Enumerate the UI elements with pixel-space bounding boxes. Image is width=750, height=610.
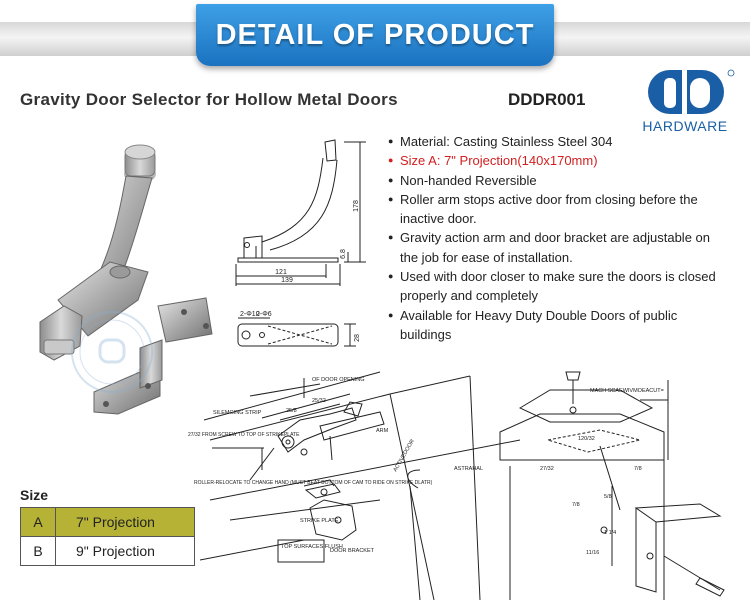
label-d3: 7/8 (634, 466, 642, 472)
label-from-screw: 27/32 FROM SCREW TO TOP OF STRIKEPLATE (188, 432, 300, 438)
label-d1: 120/32 (578, 436, 595, 442)
feature-item: Available for Heavy Duty Double Doors of… (388, 306, 728, 345)
installation-drawing (199, 371, 521, 601)
feature-item: Used with door closer to make sure the d… (388, 267, 728, 306)
label-d7: 7/8 (572, 502, 580, 508)
label-roller: ROLLER-RELOCATE TO CHANGE HAND (MUST BEA… (194, 480, 433, 486)
size-heading: Size (20, 487, 49, 503)
label-d4: 5/8 (604, 494, 612, 500)
page-title: DETAIL OF PRODUCT (215, 19, 535, 51)
dim-hole-2: 2-Φ6 (256, 311, 272, 318)
product-code: DDDR001 (508, 90, 586, 109)
dim-depth: 28 (354, 334, 361, 342)
label-mach: MACH SCAEWIVMOEACUT= (590, 388, 664, 394)
size-key: A (20, 507, 56, 537)
feature-item: Non-handed Reversible (388, 171, 728, 191)
brand-name: HARDWARE (642, 118, 728, 134)
size-row-a[interactable]: A 7" Projection (20, 507, 195, 537)
bracket-detail-drawing (499, 371, 725, 600)
label-opening: OF DOOR OPENING (312, 377, 365, 383)
label-frac-a: 25/32 (312, 398, 326, 404)
feature-item: Roller arm stops active door from closin… (388, 190, 728, 229)
label-strip: SILEMGING STRIP (213, 410, 262, 416)
feature-item: Material: Casting Stainless Steel 304 (388, 132, 728, 152)
label-active-door: ACTIVEDOOR (393, 438, 416, 473)
dim-hole-1: 2-Φ10 (240, 311, 260, 318)
size-row-b[interactable]: B 9" Projection (20, 536, 195, 566)
feature-list: Material: Casting Stainless Steel 304 Si… (388, 132, 728, 344)
dim-height: 178 (353, 200, 360, 212)
size-value: 9" Projection (55, 536, 195, 566)
dim-base-height: 6.8 (340, 249, 347, 259)
label-strike: STRIKE PLATE (300, 518, 339, 524)
size-key: B (20, 536, 56, 566)
dim-width-2: 139 (281, 277, 293, 284)
size-table: A 7" Projection B 9" Projection (20, 507, 195, 566)
label-frac-b: 25/8 (286, 408, 297, 414)
feature-item: Gravity action arm and door bracket are … (388, 228, 728, 267)
product-title: Gravity Door Selector for Hollow Metal D… (20, 90, 398, 109)
label-d2: 27/32 (540, 466, 554, 472)
header-banner (196, 4, 554, 66)
label-top-surfaces: TOP SURFACES FLUSH (281, 544, 343, 550)
brand-logo (648, 69, 735, 114)
label-d5: 1 1/4 (604, 530, 616, 536)
label-d6: 11/16 (586, 550, 599, 556)
feature-item-highlight: Size A: 7" Projection(140x170mm) (388, 151, 728, 171)
top-view-drawing (237, 317, 356, 347)
watermark-seal (71, 311, 153, 393)
size-value: 7" Projection (55, 507, 195, 537)
label-bracket: DOOR BRACKET (330, 548, 375, 554)
side-view-drawing (235, 139, 366, 286)
product-photo (39, 144, 213, 415)
label-arm: ARM (376, 428, 389, 434)
dim-width-1: 121 (275, 269, 287, 276)
label-astrahal: ASTRAHAL (454, 466, 483, 472)
